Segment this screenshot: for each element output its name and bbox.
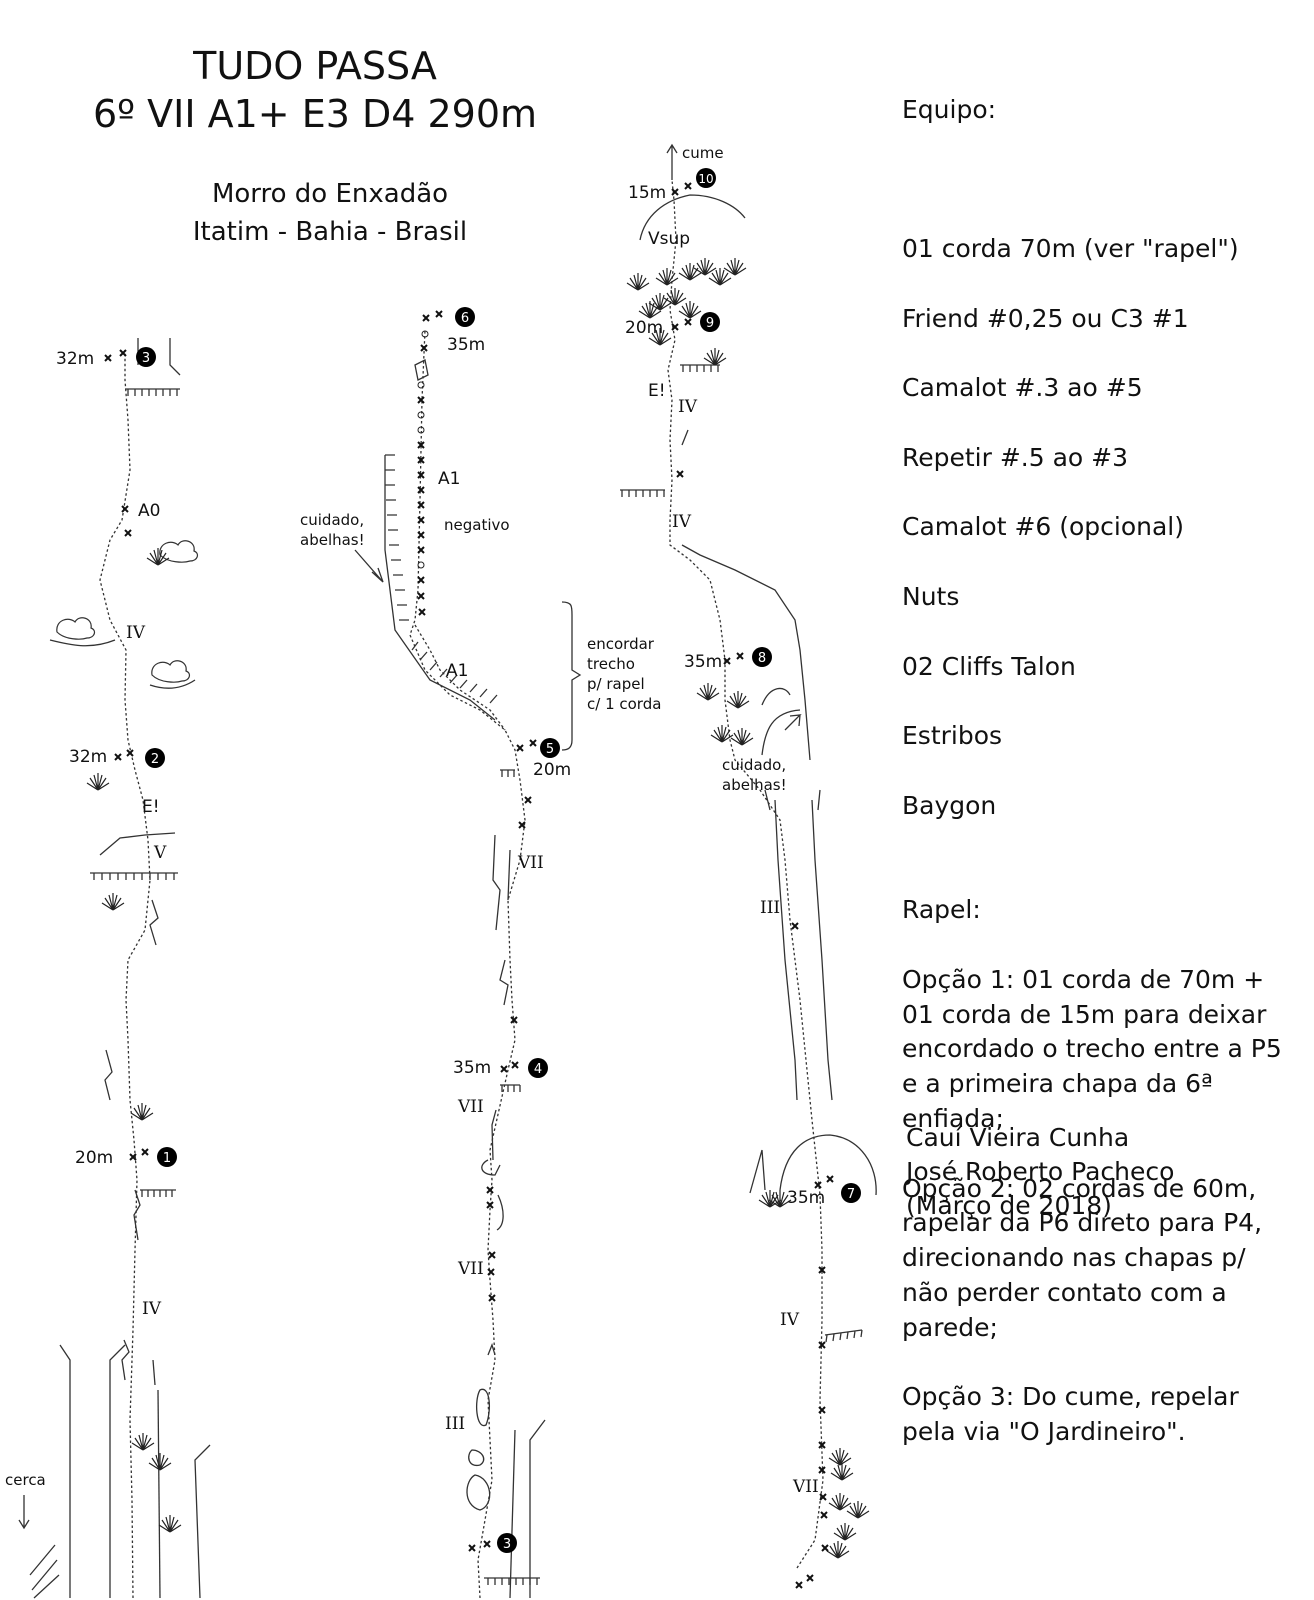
exposure-label: E! [142,797,160,817]
pitch-length: 35m [447,335,485,355]
bees-label: cuidado, [300,511,364,529]
equipment-section: Equipo: 01 corda 70m (ver "rapel") Frien… [902,58,1312,858]
belay-number: 3 [142,351,150,366]
pitch-length: 20m [533,760,571,780]
location-region: Itatim - Bahia - Brasil [192,217,468,247]
topo-title: TUDO PASSA 6º VII A1+ E3 D4 290m [90,42,540,138]
equipment-item: Camalot #6 (opcional) [902,512,1185,542]
belay-number: 9 [706,316,714,331]
column-1: cerca 20m 1 32m 2 32m [5,338,211,1599]
grade-label: VII [517,853,544,873]
bees-label: cuidado, [722,756,786,774]
belay-number: 10 [698,172,713,186]
grade-label: IV [780,1310,800,1330]
overhang-label: negativo [444,516,510,534]
equipment-item: Camalot #.3 ao #5 [902,373,1143,403]
grade-label: IV [672,512,692,532]
grade-label: IV [126,623,146,643]
author-2: José Roberto Pacheco [906,1157,1175,1186]
aid-label: A1 [446,661,468,681]
rappel-option-3: Opção 3: Do cume, repelar pela via "O Ja… [902,1382,1239,1447]
equipment-item: Friend #0,25 ou C3 #1 [902,303,1189,333]
belay-number: 5 [546,742,554,757]
equipment-item: Estribos [902,721,1003,751]
author-1: Cauí Vieira Cunha [906,1123,1130,1152]
equipment-item: 01 corda 70m (ver "rapel") [902,233,1239,263]
date: (Março de 2018) [906,1191,1112,1220]
pitch-length: 35m [453,1058,491,1078]
pitch-length: 15m [628,183,666,203]
bees-label: abelhas! [722,776,787,794]
rope-note: trecho [587,655,635,673]
grade-label: A0 [138,501,160,521]
rope-note: encordar [587,635,655,653]
location-crag: Morro do Enxadão [211,179,449,209]
aid-label: A1 [438,469,460,489]
pitch-length: 32m [56,349,94,369]
belay-number: 6 [461,311,469,326]
rope-note: p/ rapel [587,675,645,693]
belay-number: 8 [758,651,766,666]
exposure-label: E! [648,381,666,401]
fence-label: cerca [5,1471,46,1489]
grade-label: VII [457,1097,484,1117]
grade-label: V [153,843,167,863]
location: Morro do Enxadão Itatim - Bahia - Brasil [150,175,510,251]
bees-label: abelhas! [300,531,365,549]
route-grade: 6º VII A1+ E3 D4 290m [92,92,538,136]
rappel-option-1: Opção 1: 01 corda de 70m + 01 corda de 1… [902,964,1282,1133]
column-2: cuidado, abelhas! negativo encordar trec… [300,307,661,1599]
column-3: cume cuidado, abelhas! [620,143,877,1589]
authors: Cauí Vieira Cunha José Roberto Pacheco (… [906,1121,1306,1223]
equipment-item: 02 Cliffs Talon [902,651,1076,681]
topo-drawing: cerca 20m 1 32m 2 32m [5,143,877,1599]
equipment-heading: Equipo: [902,94,997,124]
grade-label: IV [142,1299,162,1319]
rappel-heading: Rapel: [902,895,981,925]
grade-label: III [445,1414,465,1434]
pitch-length: 20m [625,318,663,338]
belay-number: 4 [534,1062,542,1077]
grade-label: IV [678,397,698,417]
belay-number: 3 [503,1537,511,1552]
belay-number: 2 [151,752,159,767]
summit-label: cume [682,144,724,162]
route-name: TUDO PASSA [193,44,437,88]
belay-number: 1 [163,1151,171,1166]
pitch-length: 32m [69,747,107,767]
equipment-item: Baygon [902,790,997,820]
route-notes: Equipo: 01 corda 70m (ver "rapel") Frien… [902,58,1312,1485]
rappel-option-2: Opção 2: 02 cordas de 60m, rapelar da P6… [902,1173,1263,1342]
pitch-length: 20m [75,1148,113,1168]
grade-label: VII [457,1259,484,1279]
pitch-length: 35m [787,1188,825,1208]
rope-note: c/ 1 corda [587,695,661,713]
equipment-item: Nuts [902,581,960,611]
equipment-item: Repetir #.5 ao #3 [902,442,1129,472]
grade-label: Vsup [648,229,690,249]
pitch-length: 35m [684,652,722,672]
grade-label: VII [792,1477,819,1497]
grade-label: III [760,898,780,918]
belay-number: 7 [847,1187,855,1202]
